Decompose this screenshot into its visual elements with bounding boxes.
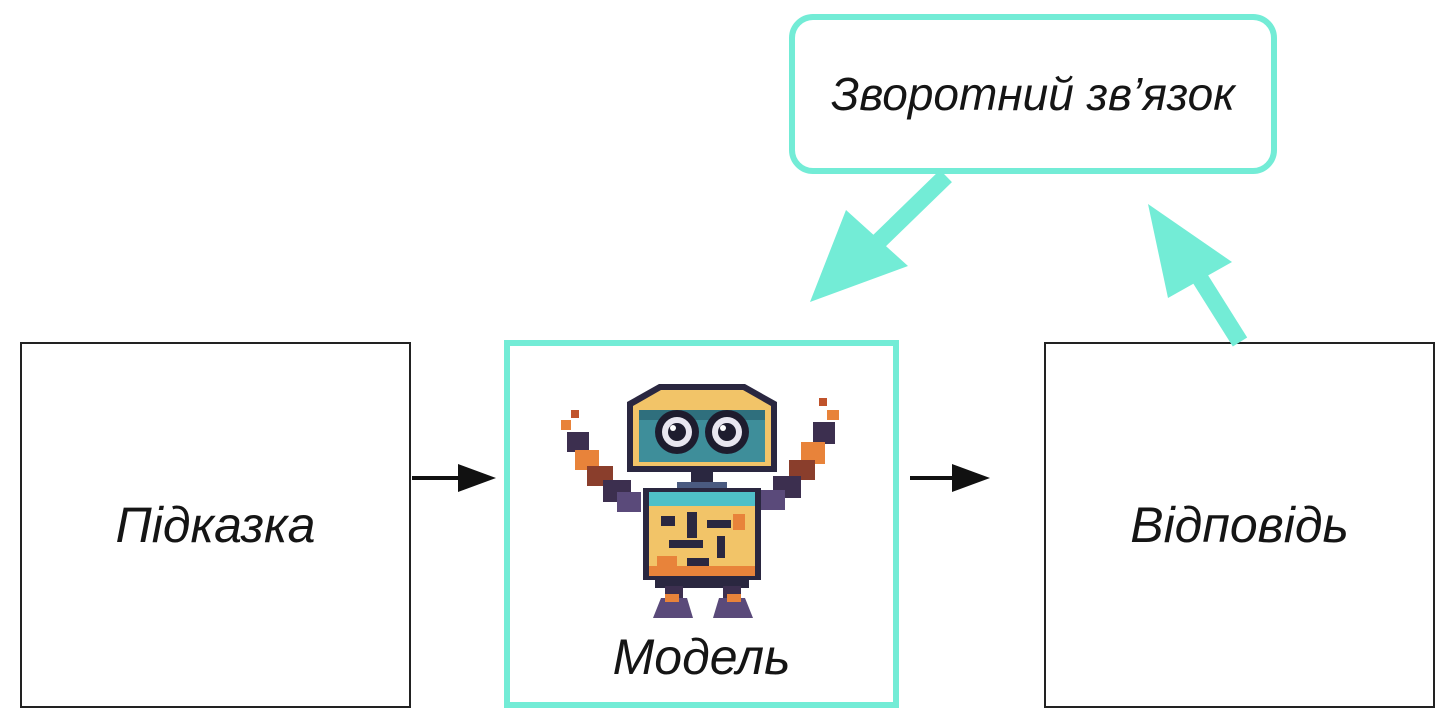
arrow-prompt-to-model [412, 464, 496, 492]
response-box: Відповідь [1044, 342, 1435, 708]
feedback-box: Зворотний зв’язок [789, 14, 1277, 174]
feedback-label: Зворотний зв’язок [831, 68, 1235, 120]
arrow-model-to-response [910, 464, 990, 492]
prompt-label: Підказка [115, 497, 316, 553]
robot-icon [560, 384, 839, 618]
model-label: Модель [612, 629, 791, 685]
model-box: Модель [504, 340, 899, 708]
arrow-feedback-to-model [810, 169, 952, 302]
arrow-response-to-feedback [1148, 204, 1248, 347]
prompt-box: Підказка [20, 342, 411, 708]
response-label: Відповідь [1130, 497, 1349, 553]
